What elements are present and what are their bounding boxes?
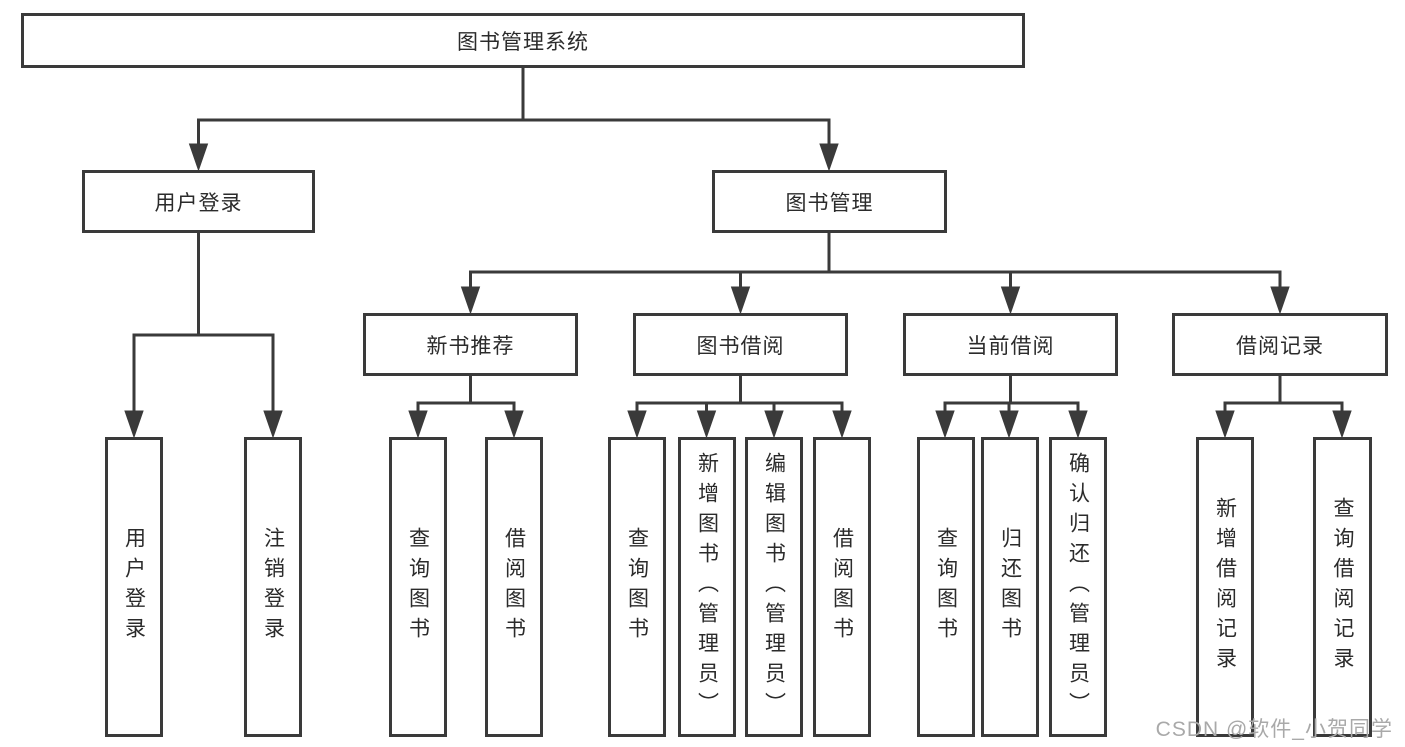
edge-group-new-rec: [408, 376, 524, 439]
edge-group-current: [935, 376, 1088, 439]
edge-group-root: [188, 68, 839, 172]
edge-group-borrow: [627, 376, 852, 439]
leaf-add-borrow-record: 新增借阅记录: [1196, 437, 1254, 737]
edge-group-user-login: [124, 233, 283, 439]
leaf-borrow-book: 借阅图书: [813, 437, 871, 737]
leaf-query-book-borrow: 查询图书: [608, 437, 666, 737]
leaf-user-login: 用户登录: [105, 437, 163, 737]
leaf-query-book-current: 查询图书: [917, 437, 975, 737]
edge-group-book-mgmt: [460, 233, 1290, 315]
leaf-query-borrow-record: 查询借阅记录: [1313, 437, 1372, 737]
node-root-system: 图书管理系统: [21, 13, 1025, 68]
csdn-watermark: CSDN @软件_小贺同学: [1155, 718, 1393, 741]
leaf-edit-book-admin: 编辑图书（管理员）: [745, 437, 803, 737]
leaf-add-book-admin: 新增图书（管理员）: [678, 437, 736, 737]
leaf-confirm-return-admin: 确认归还（管理员）: [1049, 437, 1107, 737]
leaf-return-book: 归还图书: [981, 437, 1039, 737]
leaf-query-book-recommend: 查询图书: [389, 437, 447, 737]
node-book-borrow: 图书借阅: [633, 313, 848, 376]
node-borrow-records: 借阅记录: [1172, 313, 1388, 376]
node-current-borrow: 当前借阅: [903, 313, 1118, 376]
edge-group-records: [1215, 376, 1352, 439]
leaf-borrow-book-recommend: 借阅图书: [485, 437, 543, 737]
node-book-management: 图书管理: [712, 170, 947, 233]
node-user-login: 用户登录: [82, 170, 315, 233]
node-new-book-recommend: 新书推荐: [363, 313, 578, 376]
leaf-logout: 注销登录: [244, 437, 302, 737]
